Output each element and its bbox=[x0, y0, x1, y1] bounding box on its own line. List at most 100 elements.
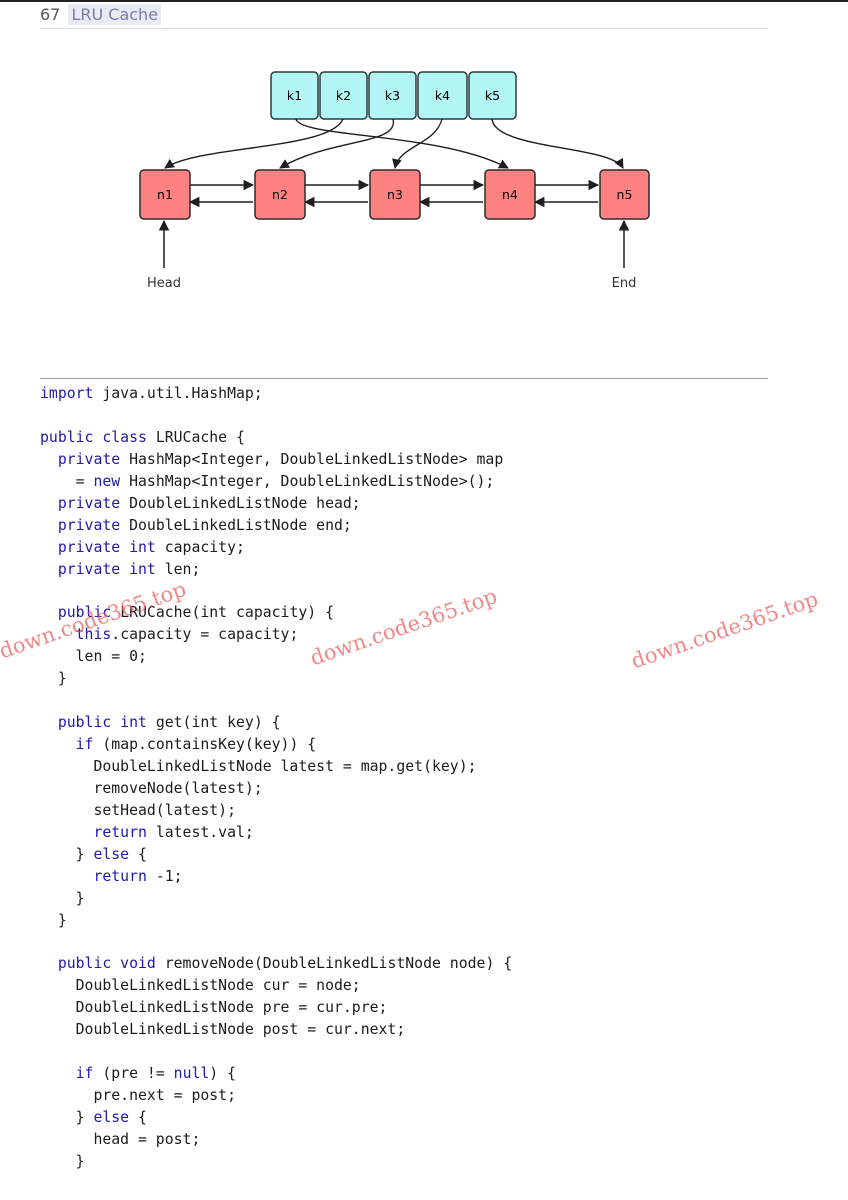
code-line: } else { bbox=[40, 844, 512, 866]
code-line: = new HashMap<Integer, DoubleLinkedListN… bbox=[40, 471, 512, 493]
code-line: } bbox=[40, 910, 512, 932]
code-keyword: else bbox=[93, 1108, 130, 1126]
key-row: k1 k2 k3 k4 k5 bbox=[270, 71, 517, 120]
code-line: this.capacity = capacity; bbox=[40, 624, 512, 646]
code-line: len = 0; bbox=[40, 646, 512, 668]
code-line: private DoubleLinkedListNode end; bbox=[40, 515, 512, 537]
code-text bbox=[40, 539, 58, 556]
code-text: DoubleLinkedListNode head; bbox=[120, 494, 361, 512]
code-text: removeNode(latest); bbox=[40, 779, 263, 797]
code-keyword: private int bbox=[57, 560, 156, 578]
code-keyword: else bbox=[93, 845, 130, 863]
code-keyword: private bbox=[57, 494, 121, 512]
code-keyword: public bbox=[57, 604, 112, 622]
section-title-link[interactable]: LRU Cache bbox=[68, 4, 162, 25]
code-line: public class LRUCache { bbox=[40, 427, 512, 449]
code-line bbox=[40, 580, 512, 602]
code-text bbox=[40, 1065, 76, 1082]
node-label: n3 bbox=[387, 187, 403, 202]
code-text: pre.next = post; bbox=[40, 1087, 236, 1104]
code-keyword: return bbox=[93, 867, 147, 885]
code-line: private DoubleLinkedListNode head; bbox=[40, 493, 512, 515]
code-text: head = post; bbox=[40, 1130, 201, 1148]
code-line bbox=[40, 1041, 512, 1063]
node-box-n1: n1 bbox=[139, 169, 191, 220]
head-label: Head bbox=[147, 276, 181, 291]
code-text: setHead(latest); bbox=[40, 801, 236, 819]
code-line: removeNode(latest); bbox=[40, 778, 512, 800]
key-box-k4: k4 bbox=[417, 71, 468, 120]
pointer-k3 bbox=[279, 118, 394, 169]
code-text: DoubleLinkedListNode pre = cur.pre; bbox=[40, 999, 388, 1017]
key-label: k3 bbox=[385, 88, 400, 103]
code-line: public LRUCache(int capacity) { bbox=[40, 602, 512, 624]
code-line: } else { bbox=[40, 1107, 512, 1129]
code-text bbox=[40, 736, 76, 753]
code-text bbox=[40, 824, 93, 841]
code-text: DoubleLinkedListNode end; bbox=[120, 516, 352, 534]
code-text: (map.containsKey(key)) { bbox=[93, 736, 317, 753]
code-text: DoubleLinkedListNode cur = node; bbox=[40, 977, 361, 995]
code-text: (pre != bbox=[93, 1065, 174, 1083]
node-box-n2: n2 bbox=[254, 169, 306, 220]
code-keyword: private int bbox=[57, 538, 156, 556]
key-label: k5 bbox=[485, 88, 500, 103]
code-text: .capacity = capacity; bbox=[111, 626, 299, 644]
code-text: { bbox=[129, 845, 147, 863]
code-text: len = 0; bbox=[40, 648, 147, 666]
pointer-k2 bbox=[164, 118, 344, 169]
code-line: head = post; bbox=[40, 1129, 512, 1151]
code-text bbox=[40, 561, 58, 578]
key-pointers bbox=[164, 118, 624, 169]
code-line: public void removeNode(DoubleLinkedListN… bbox=[40, 953, 512, 975]
code-text: capacity; bbox=[155, 538, 245, 556]
node-label: n1 bbox=[157, 187, 173, 202]
node-box-n3: n3 bbox=[369, 169, 421, 220]
code-text: -1; bbox=[146, 867, 183, 885]
section-number: 67 bbox=[40, 5, 61, 24]
pointer-k1 bbox=[295, 118, 509, 169]
code-keyword: if bbox=[75, 736, 94, 753]
header-divider bbox=[40, 28, 768, 29]
code-line bbox=[40, 690, 512, 712]
node-label: n5 bbox=[617, 187, 633, 202]
code-keyword: if bbox=[75, 1065, 94, 1083]
code-line: public int get(int key) { bbox=[40, 712, 512, 734]
code-text: LRUCache { bbox=[146, 428, 245, 446]
code-text: } bbox=[40, 1152, 85, 1170]
code-text: } bbox=[40, 1108, 94, 1126]
code-text: LRUCache(int capacity) { bbox=[111, 604, 334, 622]
code-line: if (map.containsKey(key)) { bbox=[40, 734, 512, 756]
code-text: DoubleLinkedListNode latest = map.get(ke… bbox=[40, 757, 477, 775]
code-divider bbox=[40, 378, 768, 379]
code-keyword: import bbox=[40, 385, 94, 402]
code-line: DoubleLinkedListNode post = cur.next; bbox=[40, 1019, 512, 1041]
key-label: k4 bbox=[435, 88, 450, 103]
code-keyword: null bbox=[173, 1065, 210, 1083]
code-text: } bbox=[40, 889, 85, 907]
code-line bbox=[40, 931, 512, 953]
key-box-k2: k2 bbox=[319, 71, 368, 120]
code-line: pre.next = post; bbox=[40, 1085, 512, 1107]
code-line: private int capacity; bbox=[40, 537, 512, 559]
lru-diagram: k1 k2 k3 k4 k5 bbox=[139, 71, 650, 291]
code-line: return latest.val; bbox=[40, 822, 512, 844]
code-line: private HashMap<Integer, DoubleLinkedLis… bbox=[40, 449, 512, 471]
code-line: return -1; bbox=[40, 866, 512, 888]
code-keyword: public int bbox=[57, 714, 147, 732]
code-text: } bbox=[40, 845, 94, 863]
code-text: = bbox=[40, 472, 94, 490]
code-block: import java.util.HashMap; public class L… bbox=[40, 383, 512, 1173]
node-row: n1 n2 n3 n4 n5 bbox=[139, 169, 650, 220]
code-text bbox=[40, 626, 76, 643]
key-box-k1: k1 bbox=[270, 71, 319, 120]
code-text: } bbox=[40, 670, 67, 688]
node-label: n2 bbox=[272, 187, 288, 202]
code-text: removeNode(DoubleLinkedListNode node) { bbox=[155, 955, 513, 973]
node-label: n4 bbox=[502, 187, 518, 202]
head-end-pointers bbox=[158, 219, 630, 268]
pointer-k5 bbox=[491, 118, 624, 169]
code-text: len; bbox=[155, 560, 201, 578]
code-text: get(int key) { bbox=[146, 714, 281, 732]
section-header: 67 LRU Cache bbox=[40, 4, 162, 25]
